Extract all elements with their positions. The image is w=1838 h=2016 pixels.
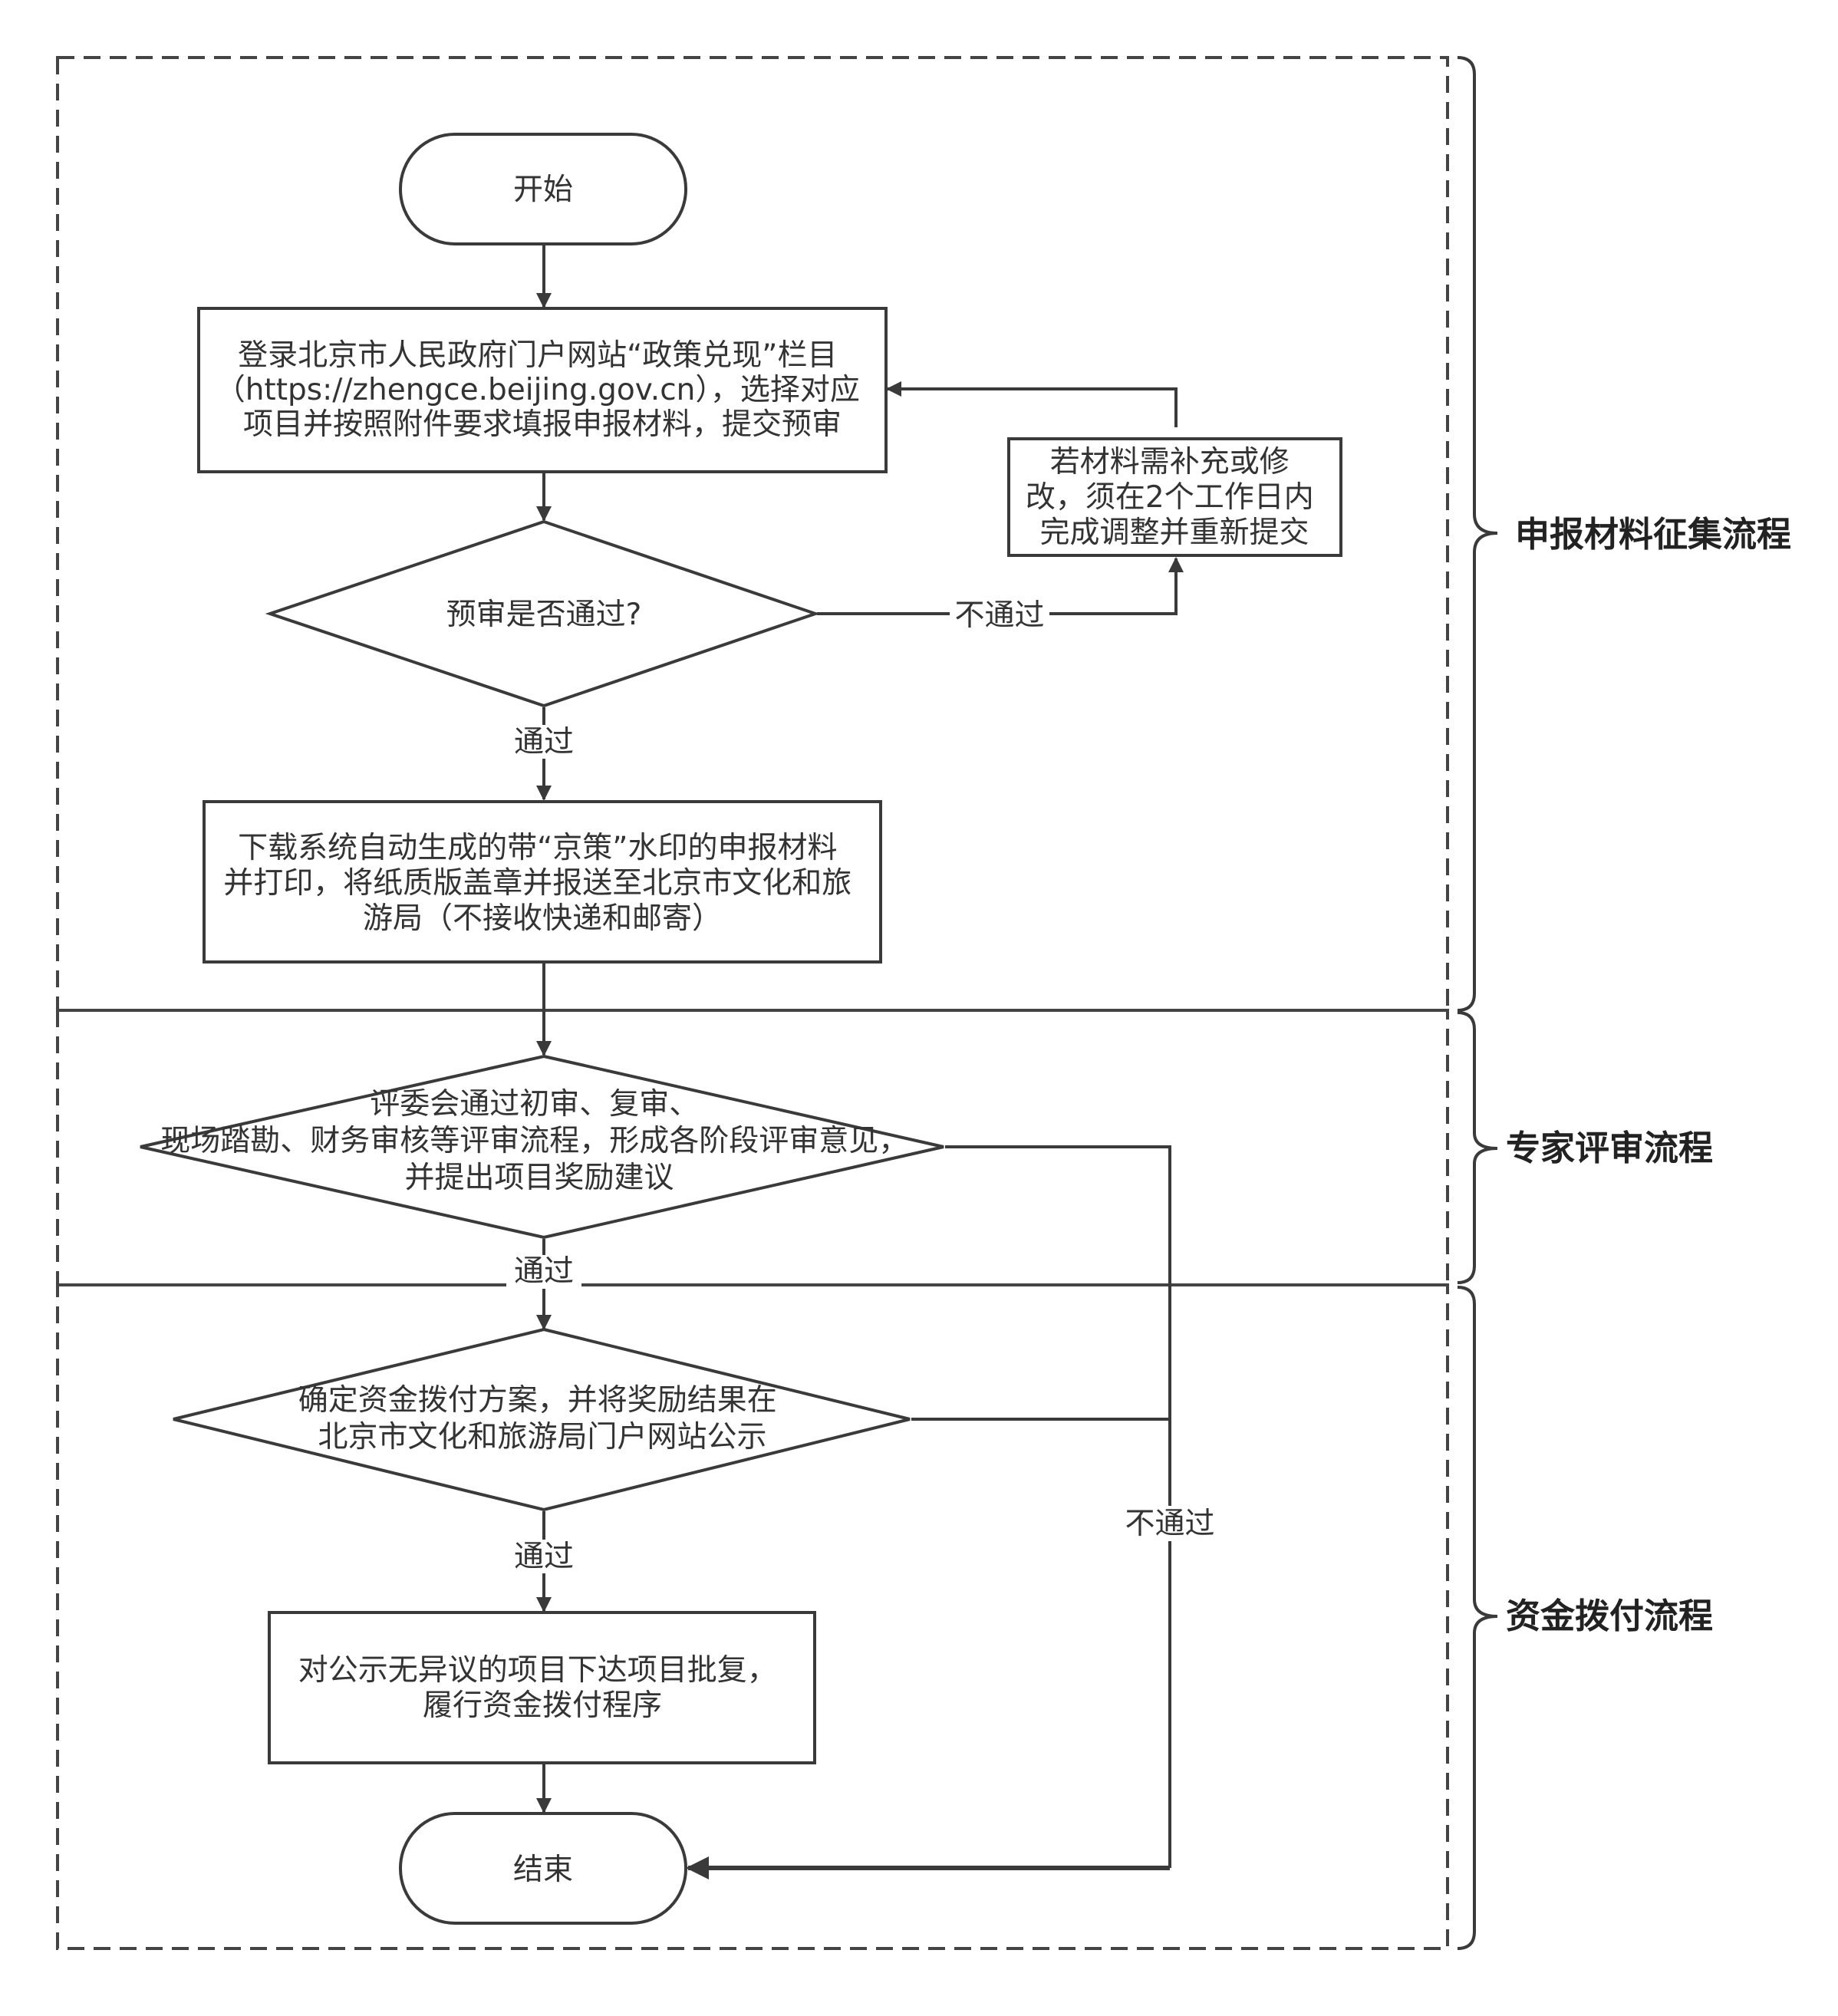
review-pass-label-bg [506,1255,581,1289]
edge-precheck-to-revise [817,557,1184,615]
download-print-box [203,800,882,964]
precheck-decision [265,519,821,708]
start-label: 开始 [513,173,573,207]
end-label: 结束 [513,1853,573,1887]
funding-plan-decision [173,1327,911,1512]
phase-label-funding: 资金拨付流程 [1506,1596,1713,1636]
phase-brace-funding [1457,1286,1498,1950]
revise-text: 若材料需补充或修 改，须在2个工作日内 完成调整并重新提交 [1026,445,1323,550]
phase-brace-application [1457,56,1498,1012]
approval-text: 对公示无异议的项目下达项目批复， 履行资金拨付程序 [298,1653,786,1723]
precheck-label: 预审是否通过? [446,598,642,632]
funding-plan-text: 确定资金拨付方案，并将奖励结果在 北京市文化和旅游局门户网站公示 [298,1383,786,1454]
login-submit-box [197,307,888,473]
end-terminal [399,1812,687,1925]
reject-label-bg [1120,1506,1220,1541]
reject-label: 不通过 [1125,1507,1214,1541]
start-terminal [399,133,687,245]
review-pass-label: 通过 [514,1254,574,1289]
phase-label-application: 申报材料征集流程 [1515,514,1791,555]
phase-boundary-funding [56,1283,1449,1950]
phase-brace-expert-review [1457,1011,1498,1284]
funding-pass-label-bg [506,1540,581,1573]
expert-review-decision [140,1054,944,1240]
precheck-pass-label-bg [506,725,581,759]
edge-revise-to-login [886,381,1178,427]
download-print-text: 下载系统自动生成的带“京策”水印的申报材料 并打印，将纸质版盖章并报送至北京市文… [223,831,861,936]
login-submit-text: 登录北京市人民政府门户网站“政策兑现”栏目 （https://zhengce.b… [216,338,870,442]
phase-label-expert-review: 专家评审流程 [1506,1128,1713,1168]
expert-review-text: 评委会通过初审、复审、 现场踏勘、财务审核等评审流程，形成各阶段评审意见， 并提… [160,1087,917,1195]
approval-box [268,1611,816,1764]
revise-box [1007,437,1342,557]
precheck-fail-label-bg [950,597,1049,632]
precheck-fail-label: 不通过 [954,598,1044,633]
edge-review-reject [945,1145,1171,1868]
funding-pass-label: 通过 [514,1540,574,1574]
precheck-pass-label: 通过 [514,725,574,759]
